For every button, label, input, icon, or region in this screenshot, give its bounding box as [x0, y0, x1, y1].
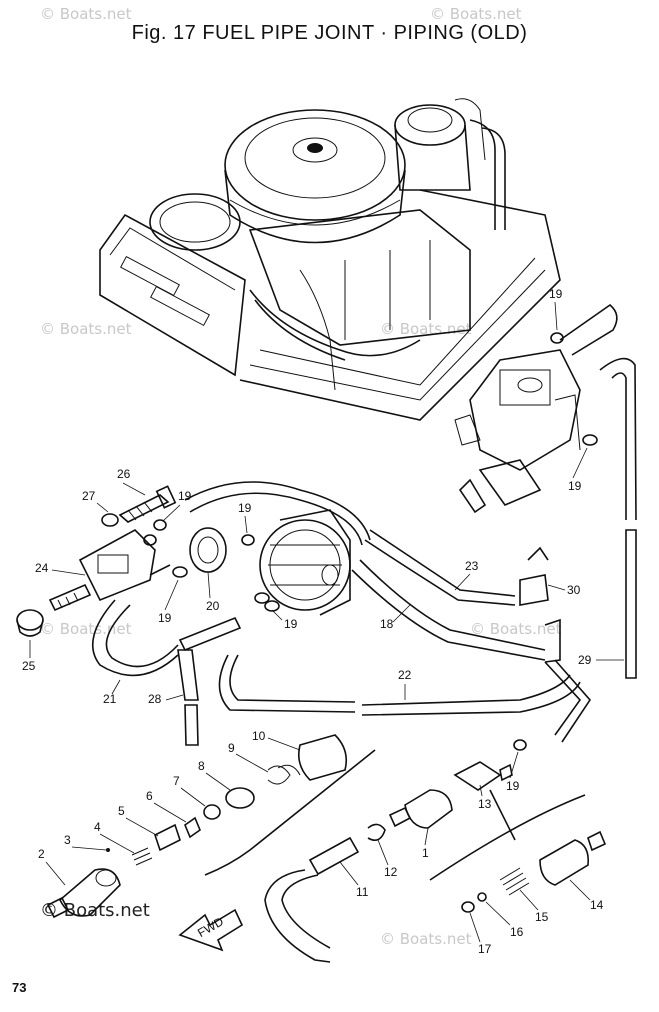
fuel-pump-illustration: [189, 509, 351, 616]
callout-20: 20: [206, 599, 220, 613]
callout-12: 12: [384, 865, 398, 879]
callout-19: 19: [238, 501, 252, 515]
callout-24: 24: [35, 561, 49, 575]
callout-19: 19: [568, 479, 582, 493]
callout-5: 5: [118, 804, 125, 818]
watermark: © Boats.net: [430, 5, 522, 23]
callout-19: 19: [284, 617, 298, 631]
callout-29: 29: [578, 653, 592, 667]
callout-17: 17: [478, 942, 492, 956]
callout-4: 4: [94, 820, 101, 834]
callout-26: 26: [117, 467, 131, 481]
bolt-washer-illustration: [101, 485, 177, 527]
fuel-joint-illustration: [16, 529, 171, 637]
callout-3: 3: [64, 833, 71, 847]
carburetor-illustration: [454, 349, 581, 514]
callout-28: 28: [148, 692, 162, 706]
callout-1: 1: [422, 846, 429, 860]
figure-title: Fig. 17 FUEL PIPE JOINT · PIPING (OLD): [131, 22, 528, 44]
callout-7: 7: [173, 774, 180, 788]
callout-14: 14: [590, 898, 604, 912]
watermark: © Boats.net: [40, 320, 132, 338]
watermark: © Boats.net: [40, 5, 132, 23]
callout-25: 25: [22, 659, 36, 673]
callout-19: 19: [549, 287, 563, 301]
watermark: © Boats.net: [380, 930, 472, 948]
callout-16: 16: [510, 925, 524, 939]
callout-6: 6: [146, 789, 153, 803]
callout-19: 19: [506, 779, 520, 793]
callout-18: 18: [380, 617, 394, 631]
watermark: © Boats.net: [380, 320, 472, 338]
callout-15: 15: [535, 910, 549, 924]
callouts: 19 19 26 27 19 19 24 20 19 19 23 30 18 2…: [22, 287, 624, 956]
callout-11: 11: [356, 885, 369, 899]
fwd-arrow-icon: FWD: [178, 908, 244, 952]
callout-8: 8: [198, 759, 205, 773]
callout-19: 19: [178, 489, 192, 503]
callout-30: 30: [567, 583, 581, 597]
watermark: © Boats.net: [470, 620, 562, 638]
callout-10: 10: [252, 729, 266, 743]
callout-23: 23: [465, 559, 479, 573]
callout-2: 2: [38, 847, 45, 861]
callout-9: 9: [228, 741, 235, 755]
callout-13: 13: [478, 797, 492, 811]
callout-27: 27: [82, 489, 96, 503]
callout-22: 22: [398, 668, 412, 682]
callout-19: 19: [158, 611, 172, 625]
page-number: 73: [12, 980, 27, 995]
powerhead-illustration: [99, 98, 561, 421]
callout-21: 21: [103, 692, 117, 706]
fuel-connector-illustration: [46, 734, 607, 963]
